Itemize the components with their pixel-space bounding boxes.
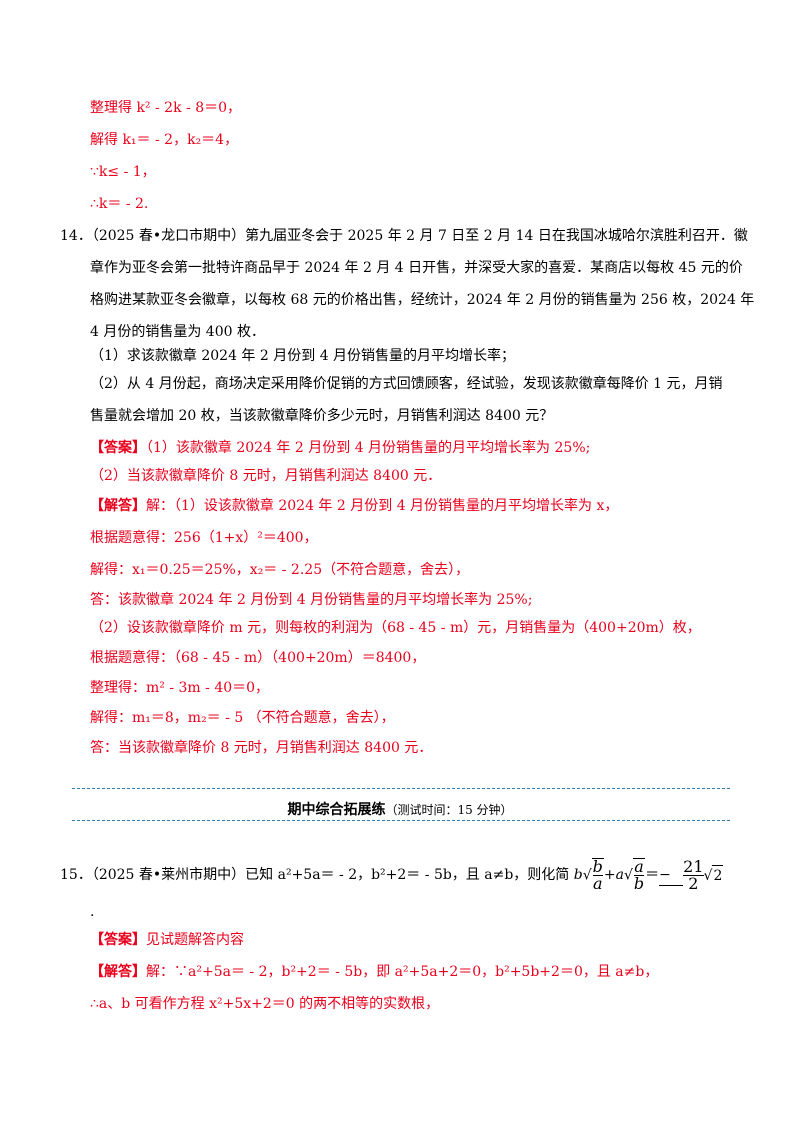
q14-stem-1: （2025 春•龙口市期中）第九届亚冬会于 2025 年 2 月 7 日至 2 … (91, 228, 748, 244)
section-time: （测试时间：15 分钟） (385, 803, 513, 817)
q15-frac2-num: a (633, 857, 645, 876)
top-line-3: ∵k≤ - 1， (90, 164, 156, 180)
q15-var-b: b (573, 867, 583, 883)
q15-equals: ＝ (645, 867, 660, 883)
top-line-1: 整理得 k² - 2k - 8＝0， (90, 100, 242, 116)
solution-tag: 【解答】 (90, 498, 146, 514)
q14-line-4: 4 月份的销售量为 400 枚． (90, 324, 265, 340)
q15-answer-radicand: 2 (712, 864, 724, 886)
q15-period: . (90, 904, 95, 920)
q14-solution-text-1: 解：（1）设该款徽章 2024 年 2 月份到 4 月份销售量的月平均增长率为 … (146, 498, 619, 514)
q14-answer-2: （2）当该款徽章降价 8 元时，月销售利润达 8400 元． (90, 468, 442, 484)
q14-line-1: 14．（2025 春•龙口市期中）第九届亚冬会于 2025 年 2 月 7 日至… (60, 226, 748, 246)
answer-tag: 【答案】 (90, 440, 146, 456)
q15-solution-text-1: 解：∵a²+5a＝ - 2，b²+2＝ - 5b，即 a²+5a+2＝0，b²+… (146, 964, 659, 980)
q15-solution-tag: 【解答】 (90, 964, 146, 980)
q14-solution-4: 答：该款徽章 2024 年 2 月份到 4 月份销售量的月平均增长率为 25%; (90, 592, 533, 608)
section-divider-bottom (72, 820, 730, 821)
q14-solution-5: （2）设该款徽章降价 m 元，则每枚的利润为（68 - 45 - m）元，月销售… (90, 620, 701, 636)
q14-part-2b: 售量就会增加 20 枚，当该款徽章降价多少元时，月销售利润达 8400 元？ (90, 408, 554, 424)
q15-number: 15． (60, 867, 92, 883)
q14-solution-2: 根据题意得：256（1+x）²＝400， (90, 530, 318, 546)
q14-answer-text-1: （1）该款徽章 2024 年 2 月份到 4 月份销售量的月平均增长率为 25%… (146, 440, 591, 456)
section-heading: 期中综合拓展练 (287, 802, 386, 818)
section-title: 期中综合拓展练（测试时间：15 分钟） (0, 800, 800, 820)
q15-stem: （2025 春•莱州市期中）已知 a²+5a＝ - 2，b²+2＝ - 5b，且… (91, 867, 574, 883)
q14-line-3: 格购进某款亚冬会徽章，以每枚 68 元的价格出售，经统计，2024 年 2 月份… (90, 292, 755, 308)
q15-answer-text: 见试题解答内容 (146, 932, 244, 948)
q15-solution-1: 【解答】解：∵a²+5a＝ - 2，b²+2＝ - 5b，即 a²+5a+2＝0… (90, 962, 658, 982)
q15-answer: 【答案】见试题解答内容 (90, 930, 244, 950)
q14-solution-1: 【解答】解：（1）设该款徽章 2024 年 2 月份到 4 月份销售量的月平均增… (90, 496, 618, 516)
q15-answer-radical: √2 (704, 864, 724, 886)
q14-solution-7: 整理得：m² - 3m - 40＝0， (90, 680, 270, 696)
q15-line-1: 15．（2025 春•莱州市期中）已知 a²+5a＝ - 2，b²+2＝ - 5… (60, 856, 724, 893)
q15-frac1-den: a (592, 874, 603, 893)
q14-solution-3: 解得：x₁＝0.25＝25%，x₂＝ - 2.25（不符合题意，舍去）， (90, 562, 470, 578)
q14-solution-9: 答：当该款徽章降价 8 元时，月销售利润达 8400 元． (90, 740, 433, 756)
q15-frac2-den: b (633, 874, 645, 893)
top-line-4: ∴k＝ - 2. (90, 196, 149, 212)
section-divider-top (72, 788, 730, 789)
q14-number: 14． (60, 228, 92, 244)
q15-answer-tag: 【答案】 (90, 932, 146, 948)
q14-answer-1: 【答案】（1）该款徽章 2024 年 2 月份到 4 月份销售量的月平均增长率为… (90, 438, 590, 458)
q14-part-1: （1）求该款徽章 2024 年 2 月份到 4 月份销售量的月平均增长率； (90, 348, 516, 364)
q15-plus: + (603, 867, 616, 883)
q14-solution-8: 解得：m₁＝8，m₂＝ - 5 （不符合题意，舍去）， (90, 710, 395, 726)
q15-var-a: a (615, 867, 624, 883)
q15-answer-blank: − (659, 865, 684, 886)
q14-part-2a: （2）从 4 月份起，商场决定采用降价促销的方式回馈顾客，经试验，发现该款徽章每… (90, 376, 723, 392)
top-line-2: 解得 k₁＝ - 2，k₂＝4， (90, 132, 239, 148)
q15-answer-minus: − (659, 867, 671, 883)
q15-frac1-num: b (592, 857, 603, 876)
q15-answer-den: 2 (688, 873, 699, 893)
q14-line-2: 章作为亚冬会第一批特许商品早于 2024 年 2 月 4 日开售，并深受大家的喜… (90, 260, 743, 276)
q14-solution-6: 根据题意得：（68 - 45 - m）（400+20m）＝8400， (90, 650, 426, 666)
q15-solution-2: ∴a、b 可看作方程 x²+5x+2＝0 的两不相等的实数根， (90, 996, 440, 1012)
q15-answer-num: 21 (683, 856, 704, 876)
